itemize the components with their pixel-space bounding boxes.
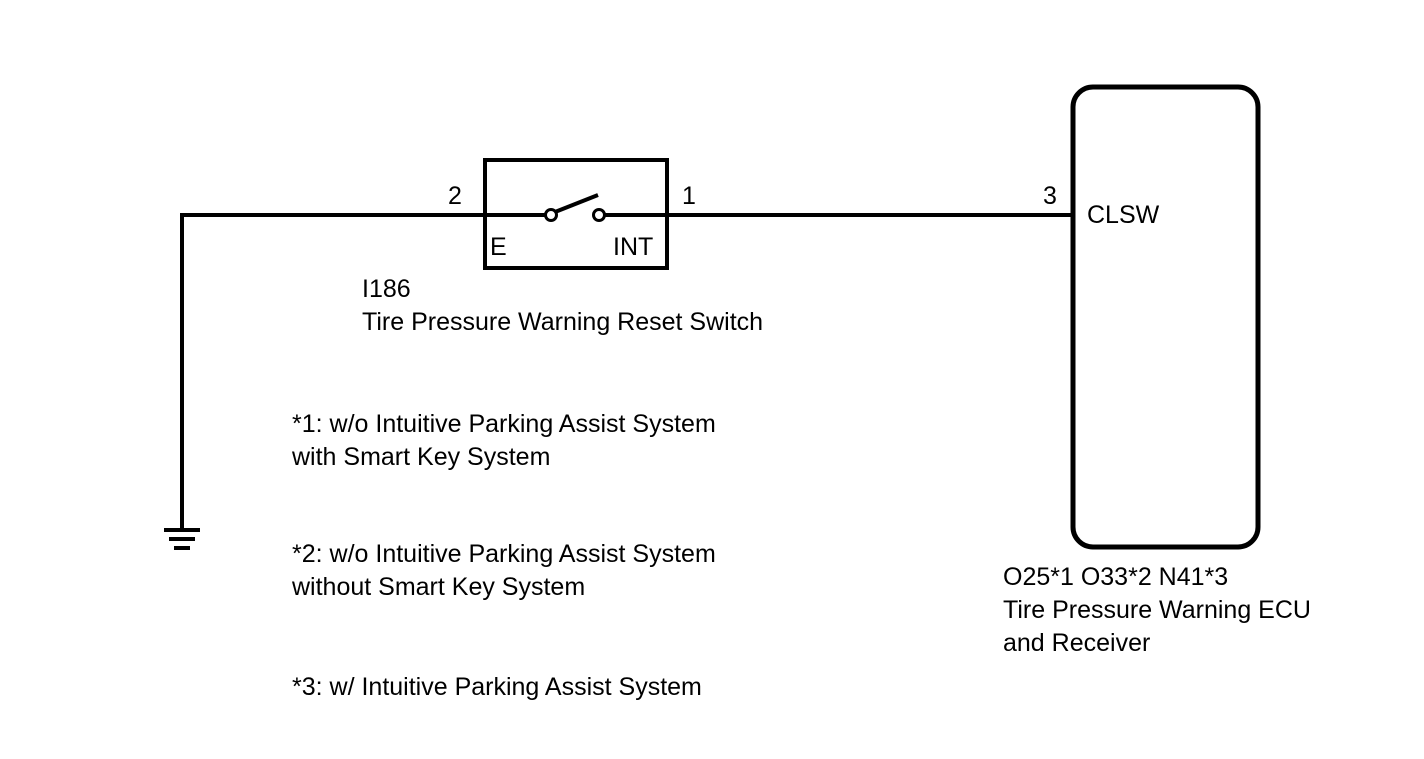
note-2-line-2: without Smart Key System <box>292 573 586 601</box>
ecu-component-name-line1: Tire Pressure Warning ECU <box>1003 596 1311 624</box>
note-3-line-1: *3: w/ Intuitive Parking Assist System <box>292 673 702 701</box>
switch-terminal-right-label: INT <box>613 233 654 261</box>
switch-contact-left <box>544 208 558 222</box>
ground-wire <box>180 213 485 529</box>
note-1-line-1: *1: w/o Intuitive Parking Assist System <box>292 410 716 438</box>
switch-component-name: Tire Pressure Warning Reset Switch <box>362 308 764 336</box>
ecu-terminal-label: CLSW <box>1087 201 1160 229</box>
switch-pin-left-label: 2 <box>448 182 462 210</box>
switch-lever <box>554 193 599 214</box>
switch-connector-code: I186 <box>362 275 411 303</box>
switch-contact-right <box>592 208 606 222</box>
switch-terminal-left-label: E <box>490 233 507 261</box>
ecu-component-name-line2: and Receiver <box>1003 629 1151 657</box>
ecu-connector-codes: O25*1 O33*2 N41*3 <box>1003 563 1229 591</box>
ecu-box <box>1070 84 1261 550</box>
note-1-line-2: with Smart Key System <box>292 443 551 471</box>
note-2-line-1: *2: w/o Intuitive Parking Assist System <box>292 540 716 568</box>
ecu-pin-label: 3 <box>1043 182 1057 210</box>
switch-pin-right-label: 1 <box>682 182 696 210</box>
ground-icon <box>164 528 200 550</box>
